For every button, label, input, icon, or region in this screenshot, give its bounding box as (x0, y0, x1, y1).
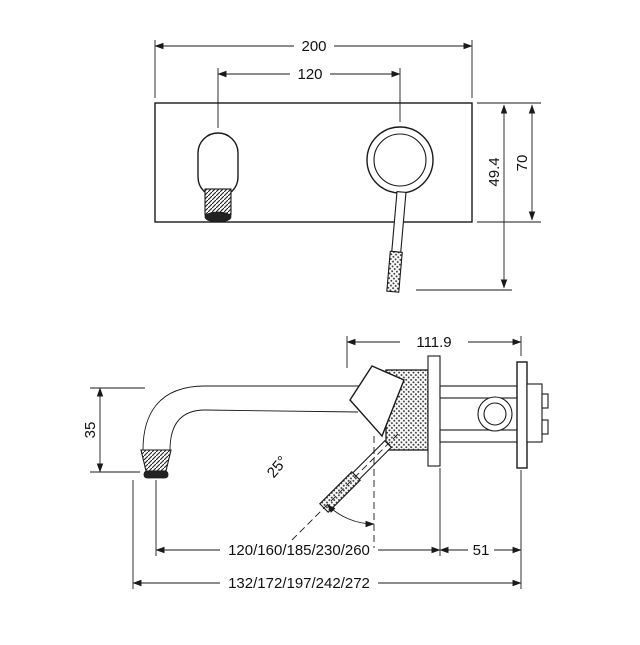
valve-body-inner (483, 402, 507, 426)
spout-front (197, 132, 239, 198)
cartridge-rod (427, 355, 441, 467)
dim-label-depth: 111.9 (416, 334, 451, 351)
dim-label-overall-depth: 132/172/197/242/272 (228, 575, 370, 592)
spout-side-fill (143, 386, 384, 450)
wall-plate-side (516, 361, 528, 469)
spout-connector (349, 365, 405, 438)
inlet-connection-bottom (541, 419, 549, 435)
dim-label-spout-height: 35 (82, 422, 99, 439)
dimension-hole-centers: 120 (217, 66, 401, 83)
dimension-plate-height: 70 (514, 104, 536, 221)
aerator-side (143, 470, 169, 479)
front-view: 200 120 49.4 70 (154, 38, 541, 293)
handle-centerline (291, 433, 399, 541)
dimension-wall-depth: 51 (439, 542, 522, 559)
dim-label-wall-depth: 51 (473, 542, 490, 559)
dimension-spout-reach: 120/160/185/230/260 (155, 542, 441, 559)
mixer-handle-front (386, 191, 407, 293)
dim-label-height: 70 (514, 155, 531, 172)
lower-connector (439, 429, 518, 443)
mixer-knob-inner (373, 133, 427, 187)
dim-label-width: 200 (301, 38, 326, 55)
dim-label-drop: 49.4 (486, 157, 503, 186)
dimension-overall-width: 200 (154, 38, 473, 55)
aerator-front (204, 211, 232, 223)
dimension-overall-depth: 132/172/197/242/272 (132, 575, 522, 592)
upper-connector (439, 385, 518, 399)
in-wall-body (526, 383, 543, 443)
dimension-body-depth: 111.9 (346, 334, 522, 351)
dim-label-reach: 120/160/185/230/260 (228, 542, 370, 559)
dimension-spout-height: 35 (82, 387, 104, 473)
spout-outlet-side (140, 449, 172, 472)
spout-side-bottom-edge (169, 409, 359, 451)
angle-arc (326, 504, 375, 528)
side-view: 25° 111.9 35 120/160/185/230/260 (82, 334, 549, 592)
dim-label-centers: 120 (297, 66, 322, 83)
spout-side-top-edge (142, 385, 384, 451)
inlet-connection-top (541, 393, 549, 409)
handle-grip-front (386, 250, 403, 293)
dim-label-angle: 25° (264, 453, 292, 481)
dimension-drop: 49.4 (486, 104, 508, 289)
spout-outlet-front (204, 188, 232, 216)
